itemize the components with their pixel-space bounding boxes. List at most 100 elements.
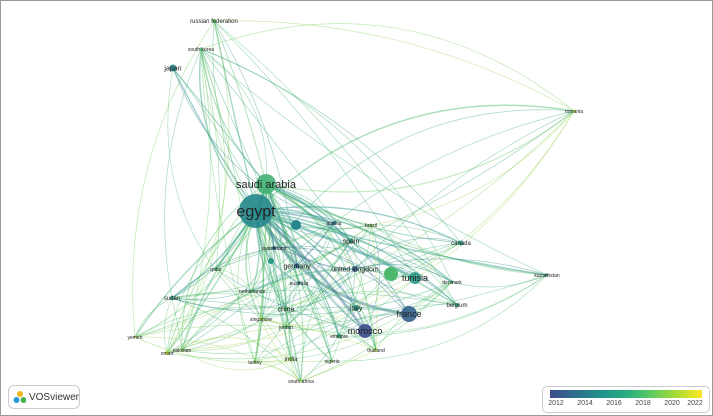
node-pakistan[interactable] [180,348,184,352]
link [350,240,458,306]
node-south-korea[interactable] [199,47,203,51]
node-label[interactable]: switzerland [261,246,286,252]
node-south-africa[interactable] [299,379,303,383]
node-denmark[interactable] [450,280,454,284]
link [134,306,287,338]
node-label[interactable]: germany [283,263,311,270]
link [354,237,462,270]
node-label[interactable]: france [396,309,421,319]
link [273,247,366,332]
node-germany[interactable] [294,263,300,269]
node-label[interactable]: south africa [288,379,314,385]
node-label[interactable]: ethiopia [330,334,348,340]
node-egypt[interactable] [239,194,273,228]
node-label[interactable]: egypt [236,204,276,221]
node-label[interactable]: qatar [210,267,222,273]
node-label[interactable]: yemen [127,335,142,341]
node-label[interactable]: south korea [188,47,214,53]
node-label[interactable]: belgium [446,303,467,309]
node-label[interactable]: china [278,306,295,313]
node-yemen[interactable] [134,336,136,338]
node-label[interactable]: spain [343,238,360,245]
node-india[interactable] [289,357,293,361]
node-canada[interactable] [458,240,464,246]
node-label[interactable]: nigeria [324,359,339,365]
node-spain[interactable] [348,238,354,244]
link [213,20,416,279]
node-label[interactable]: netherlands [239,289,266,295]
link [265,183,333,362]
legend-tick: 2018 [635,400,651,407]
node-france[interactable] [401,306,417,322]
link [370,224,378,351]
link [255,210,292,360]
link [265,110,575,193]
node-label[interactable]: denmark [442,280,462,286]
node-label[interactable]: united kingdom [331,266,379,273]
node-label[interactable]: pakistan [173,348,192,354]
node-switzerland[interactable] [272,246,276,250]
link [370,224,458,306]
link [265,183,357,309]
node-label[interactable]: saudi arabia [236,179,297,191]
link [296,222,335,267]
node-turkey[interactable] [253,360,257,364]
node-ethiopia[interactable] [336,333,342,339]
color-legend: 2012 2014 2016 2018 2020 2022 [542,386,710,413]
node-japan[interactable] [169,64,177,72]
node-label[interactable]: japan [163,65,181,72]
node-label[interactable]: austria [326,221,341,227]
node-kazakhstan[interactable] [545,273,549,277]
node-qatar[interactable] [214,267,218,271]
node-jordan[interactable] [284,325,288,329]
node-label[interactable]: russian federation [190,19,238,25]
node-nigeria[interactable] [330,359,334,363]
node-label[interactable]: jordan [278,325,293,331]
node-label[interactable]: australia [290,281,309,287]
node-label[interactable]: romania [565,109,583,115]
link [255,210,453,283]
node[interactable] [268,258,274,264]
node-label[interactable]: thailand [367,348,385,354]
node-netherlands[interactable] [250,289,254,293]
node-label[interactable]: morocco [348,326,383,336]
node-singapore[interactable] [259,317,263,321]
link [254,318,262,363]
node-morocco[interactable] [358,324,372,338]
node-saudi-arabia[interactable] [256,174,276,194]
node-label[interactable]: turkey [248,360,262,366]
node-label[interactable]: italy [350,305,363,312]
logo-text: VOSviewer [28,391,79,403]
link [212,20,357,309]
node-label[interactable]: canada [451,241,471,247]
node-china[interactable] [284,307,288,311]
node-brazil[interactable] [369,223,373,227]
link [260,318,287,328]
node-label[interactable]: kazakhstan [534,273,560,279]
link [166,222,335,354]
node-austria[interactable] [332,221,336,225]
node-romania[interactable] [572,109,576,113]
node-sudan[interactable] [170,296,174,300]
node-italy[interactable] [353,305,359,311]
node-label[interactable]: oman [161,351,174,357]
node-tunisia[interactable] [409,272,421,284]
node-russian-federation[interactable] [212,19,216,23]
node-label[interactable]: sudan [164,296,180,302]
node-united-kingdom[interactable] [352,266,358,272]
node-label[interactable]: tunisia [402,273,428,283]
node-label[interactable]: india [285,357,298,363]
node-label[interactable]: singapore [250,317,272,323]
link [200,48,267,185]
link [164,48,202,299]
node-australia[interactable] [297,281,301,285]
link [251,290,458,306]
node-label[interactable]: brazil [365,223,377,229]
node-belgium[interactable] [455,303,459,307]
node-oman[interactable] [165,351,169,355]
node-thailand[interactable] [374,348,378,352]
node[interactable] [291,220,301,230]
node[interactable] [384,267,398,281]
